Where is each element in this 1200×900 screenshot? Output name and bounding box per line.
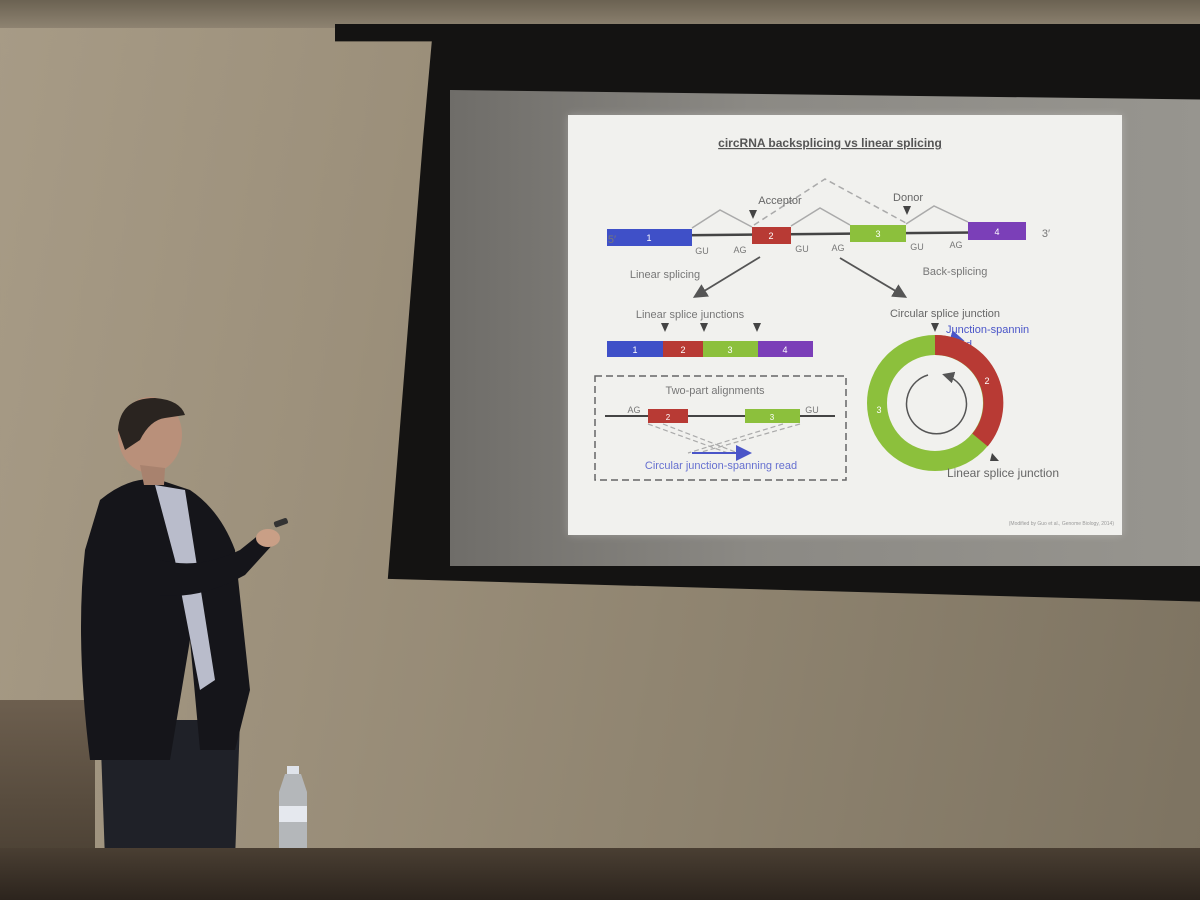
alignment-dash	[697, 423, 801, 454]
intron-arc	[790, 207, 851, 227]
presenter-hand	[256, 529, 280, 547]
linear-splicing-arrow	[692, 256, 761, 298]
two-part-alignments-label: Two-part alignments	[665, 385, 765, 397]
mrna-exon-1	[607, 341, 663, 357]
presenter-jacket	[81, 479, 250, 760]
alignment-exon-2	[648, 409, 688, 423]
junction-triangle	[753, 323, 761, 332]
presenter	[81, 397, 288, 860]
mrna-exon-2	[663, 341, 703, 357]
exon-label: 3	[876, 405, 881, 415]
circular-read-label: Circular junction-spanning read	[645, 460, 797, 472]
splice-site-label: GU	[795, 244, 809, 254]
exon-label: 2	[768, 231, 773, 241]
alignment-dash	[662, 423, 739, 454]
exon-label: 3	[875, 229, 880, 239]
presenter-neck	[140, 465, 165, 485]
acceptor-label: Acceptor	[758, 195, 802, 207]
junction-spanning-read-label: Junction-spannin	[946, 324, 1029, 336]
alignment-exon-3	[745, 409, 800, 423]
cabinet	[0, 700, 95, 850]
back-splicing-arrow	[839, 257, 908, 298]
linear-splice-junctions-label: Linear splice junctions	[636, 309, 745, 321]
splice-site-label: GU	[695, 246, 709, 256]
slide-title: circRNA backsplicing vs linear splicing	[718, 136, 942, 150]
circular-splice-junction-label: Circular splice junction	[890, 308, 1000, 320]
splice-site-label: AG	[949, 240, 962, 250]
exon-2	[752, 227, 791, 244]
exon-label: 3	[770, 413, 775, 422]
five-prime-label: 5′	[608, 234, 616, 246]
exon-label: 1	[646, 233, 651, 243]
splice-site-label: AG	[733, 245, 746, 255]
linear-splice-junction-label: Linear splice junction	[947, 466, 1059, 480]
citation: (Modified by Guo et al., Genome Biology,…	[1009, 521, 1115, 527]
back-splicing-label: Back-splicing	[923, 266, 988, 278]
alignment-dash	[647, 423, 729, 454]
splicing-diagram: circRNA backsplicing vs linear splicing …	[594, 136, 1115, 527]
alignment-dash	[687, 423, 784, 454]
splice-site-label: AG	[831, 243, 844, 253]
exon-label: 2	[984, 376, 989, 386]
donor-label: Donor	[893, 192, 923, 204]
junction-triangle	[931, 323, 939, 332]
three-prime-label: 3′	[1042, 228, 1050, 240]
junction-triangle	[990, 453, 999, 461]
exon-label: 1	[632, 345, 637, 355]
presentation-slide: circRNA backsplicing vs linear splicing …	[568, 115, 1122, 535]
mrna-exon-4	[758, 341, 813, 357]
exon-label: 4	[782, 345, 787, 355]
water-bottle	[279, 766, 307, 864]
exon-label: 2	[680, 345, 685, 355]
linear-splicing-label: Linear splicing	[630, 269, 700, 281]
acceptor-triangle	[749, 210, 757, 219]
presentation-clicker	[273, 518, 288, 528]
table	[0, 848, 1200, 900]
gu-label: GU	[805, 405, 819, 415]
presenter-arm	[160, 530, 275, 596]
ag-label: AG	[627, 405, 640, 415]
circular-arrow	[905, 371, 968, 435]
circrna-ring-exon-2	[934, 334, 1004, 447]
junction-triangle	[661, 323, 669, 332]
exon-label: 2	[666, 413, 671, 422]
ceiling	[0, 0, 1200, 28]
exon-3	[850, 225, 906, 242]
mrna-exon-3	[703, 341, 758, 357]
exon-4	[968, 222, 1026, 240]
exon-1	[607, 229, 692, 246]
two-part-alignment-box	[594, 375, 847, 481]
exon-label: 3	[727, 345, 732, 355]
exon-label: 4	[994, 227, 999, 237]
splice-site-label: GU	[910, 242, 924, 252]
intron-arc	[905, 205, 969, 225]
donor-triangle	[903, 206, 911, 215]
backsplice-dashed-arc	[753, 178, 907, 226]
presenter-hair	[118, 398, 185, 450]
intron-arc	[691, 209, 753, 229]
junction-triangle	[700, 323, 708, 332]
